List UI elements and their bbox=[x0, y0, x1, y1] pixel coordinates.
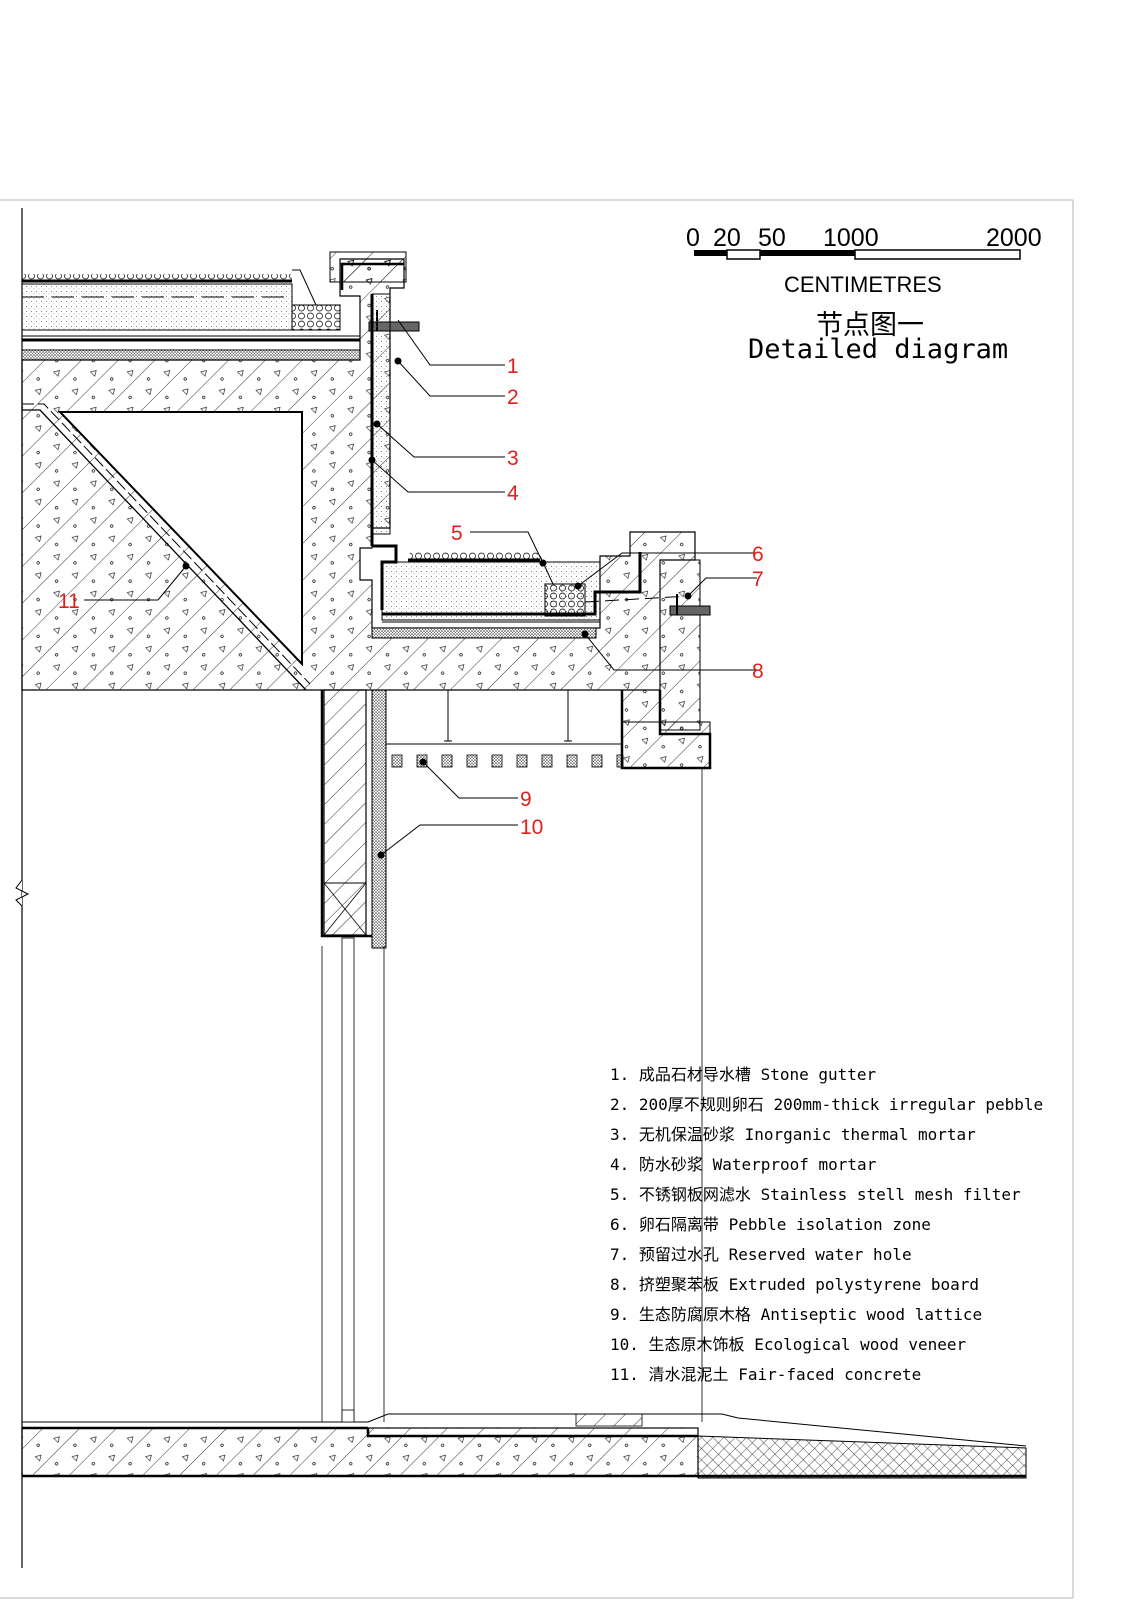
callout-1: 1 bbox=[507, 355, 519, 378]
legend-item: 10. 生态原木饰板 Ecological wood veneer bbox=[610, 1335, 967, 1354]
legend-item: 7. 预留过水孔 Reserved water hole bbox=[610, 1245, 912, 1264]
scale-tick-2000: 2000 bbox=[986, 224, 1042, 252]
callout-labels: 1 2 3 4 5 6 7 8 9 10 11 bbox=[58, 355, 764, 839]
legend-item: 5. 不锈钢板网滤水 Stainless stell mesh filter bbox=[610, 1185, 1021, 1204]
scale-tick-50: 50 bbox=[758, 224, 786, 252]
legend-item: 11. 清水混泥土 Fair-faced concrete bbox=[610, 1365, 922, 1384]
inclined-soffit bbox=[22, 409, 307, 691]
legend-item: 9. 生态防腐原木格 Antiseptic wood lattice bbox=[610, 1305, 983, 1324]
callout-leaders bbox=[84, 319, 757, 859]
callout-9: 9 bbox=[520, 788, 532, 811]
lower-stone-gutter bbox=[659, 559, 711, 731]
legend-item: 3. 无机保温砂浆 Inorganic thermal mortar bbox=[610, 1125, 976, 1144]
callout-2: 2 bbox=[507, 386, 519, 409]
legend-item: 6. 卵石隔离带 Pebble isolation zone bbox=[610, 1215, 931, 1234]
ground-slab bbox=[21, 1409, 1027, 1479]
scale-bar: 0 20 50 1000 2000 CENTIMETRES bbox=[686, 224, 1042, 297]
triangular-void bbox=[57, 411, 303, 667]
scale-tick-0: 0 bbox=[686, 224, 700, 252]
legend-item: 8. 挤塑聚苯板 Extruded polystyrene board bbox=[610, 1275, 980, 1294]
callout-8: 8 bbox=[752, 660, 764, 683]
legend: 1. 成品石材导水槽 Stone gutter 2. 200厚不规则卵石 200… bbox=[610, 1060, 1043, 1390]
wood-clad-column bbox=[320, 689, 387, 1422]
callout-4: 4 bbox=[507, 482, 519, 505]
callout-11: 11 bbox=[58, 590, 80, 613]
callout-6: 6 bbox=[752, 543, 764, 566]
callout-3: 3 bbox=[507, 447, 519, 470]
drawing-title-en: Detailed diagram bbox=[748, 334, 1008, 365]
callout-10: 10 bbox=[520, 816, 543, 839]
legend-item: 1. 成品石材导水槽 Stone gutter bbox=[610, 1065, 877, 1084]
scale-tick-20: 20 bbox=[713, 224, 741, 252]
scale-units-label: CENTIMETRES bbox=[784, 272, 942, 297]
upper-roof-layers bbox=[21, 269, 361, 361]
upper-stone-gutter bbox=[368, 321, 420, 332]
callout-7: 7 bbox=[752, 568, 764, 591]
callout-5: 5 bbox=[451, 522, 463, 545]
legend-item: 2. 200厚不规则卵石 200mm-thick irregular pebbl… bbox=[610, 1095, 1044, 1114]
lower-basin bbox=[371, 552, 691, 639]
drawing-title-zh: 节点图一 bbox=[816, 310, 924, 341]
scale-tick-1000: 1000 bbox=[823, 224, 879, 252]
ceiling-lattice-frame bbox=[386, 689, 712, 1422]
legend-item: 4. 防水砂浆 Waterproof mortar bbox=[610, 1155, 877, 1174]
